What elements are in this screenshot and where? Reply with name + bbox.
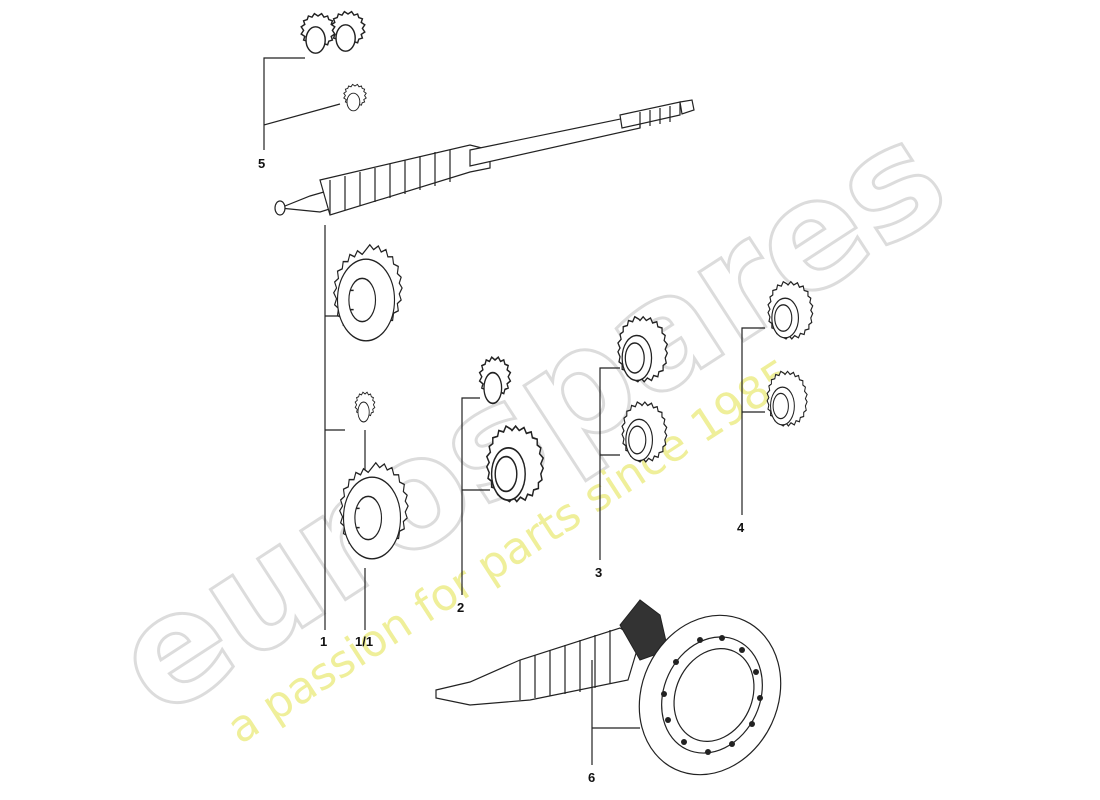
callout-1-1: 1/1 [355,634,373,649]
callout-2: 2 [457,600,464,615]
part-4-spur-gear[interactable] [766,370,808,427]
watermark: eurospares a passion for parts since 198… [83,86,976,754]
callout-3: 3 [595,565,602,580]
leader-4 [741,327,765,515]
part-1-large-gear-upper[interactable] [332,244,403,342]
callout-4: 4 [737,520,745,535]
leader-5 [263,57,341,150]
part-6-crown-wheel[interactable] [614,592,807,798]
leader-6 [591,660,640,765]
watermark-brand: eurospares [85,88,975,750]
part-1-main-shaft[interactable] [274,99,695,216]
leader-3 [599,367,620,560]
callout-5: 5 [258,156,265,171]
leader-1-branches [325,315,345,431]
part-5-pinion[interactable] [343,83,367,112]
callout-6: 6 [588,770,595,785]
callout-1: 1 [320,634,327,649]
part-5-gear-pair[interactable] [300,10,366,54]
leader-2 [461,397,490,595]
callout-labels: 5 1 1/1 2 3 4 6 [258,156,745,785]
part-6-pinion-shaft[interactable] [435,599,669,706]
